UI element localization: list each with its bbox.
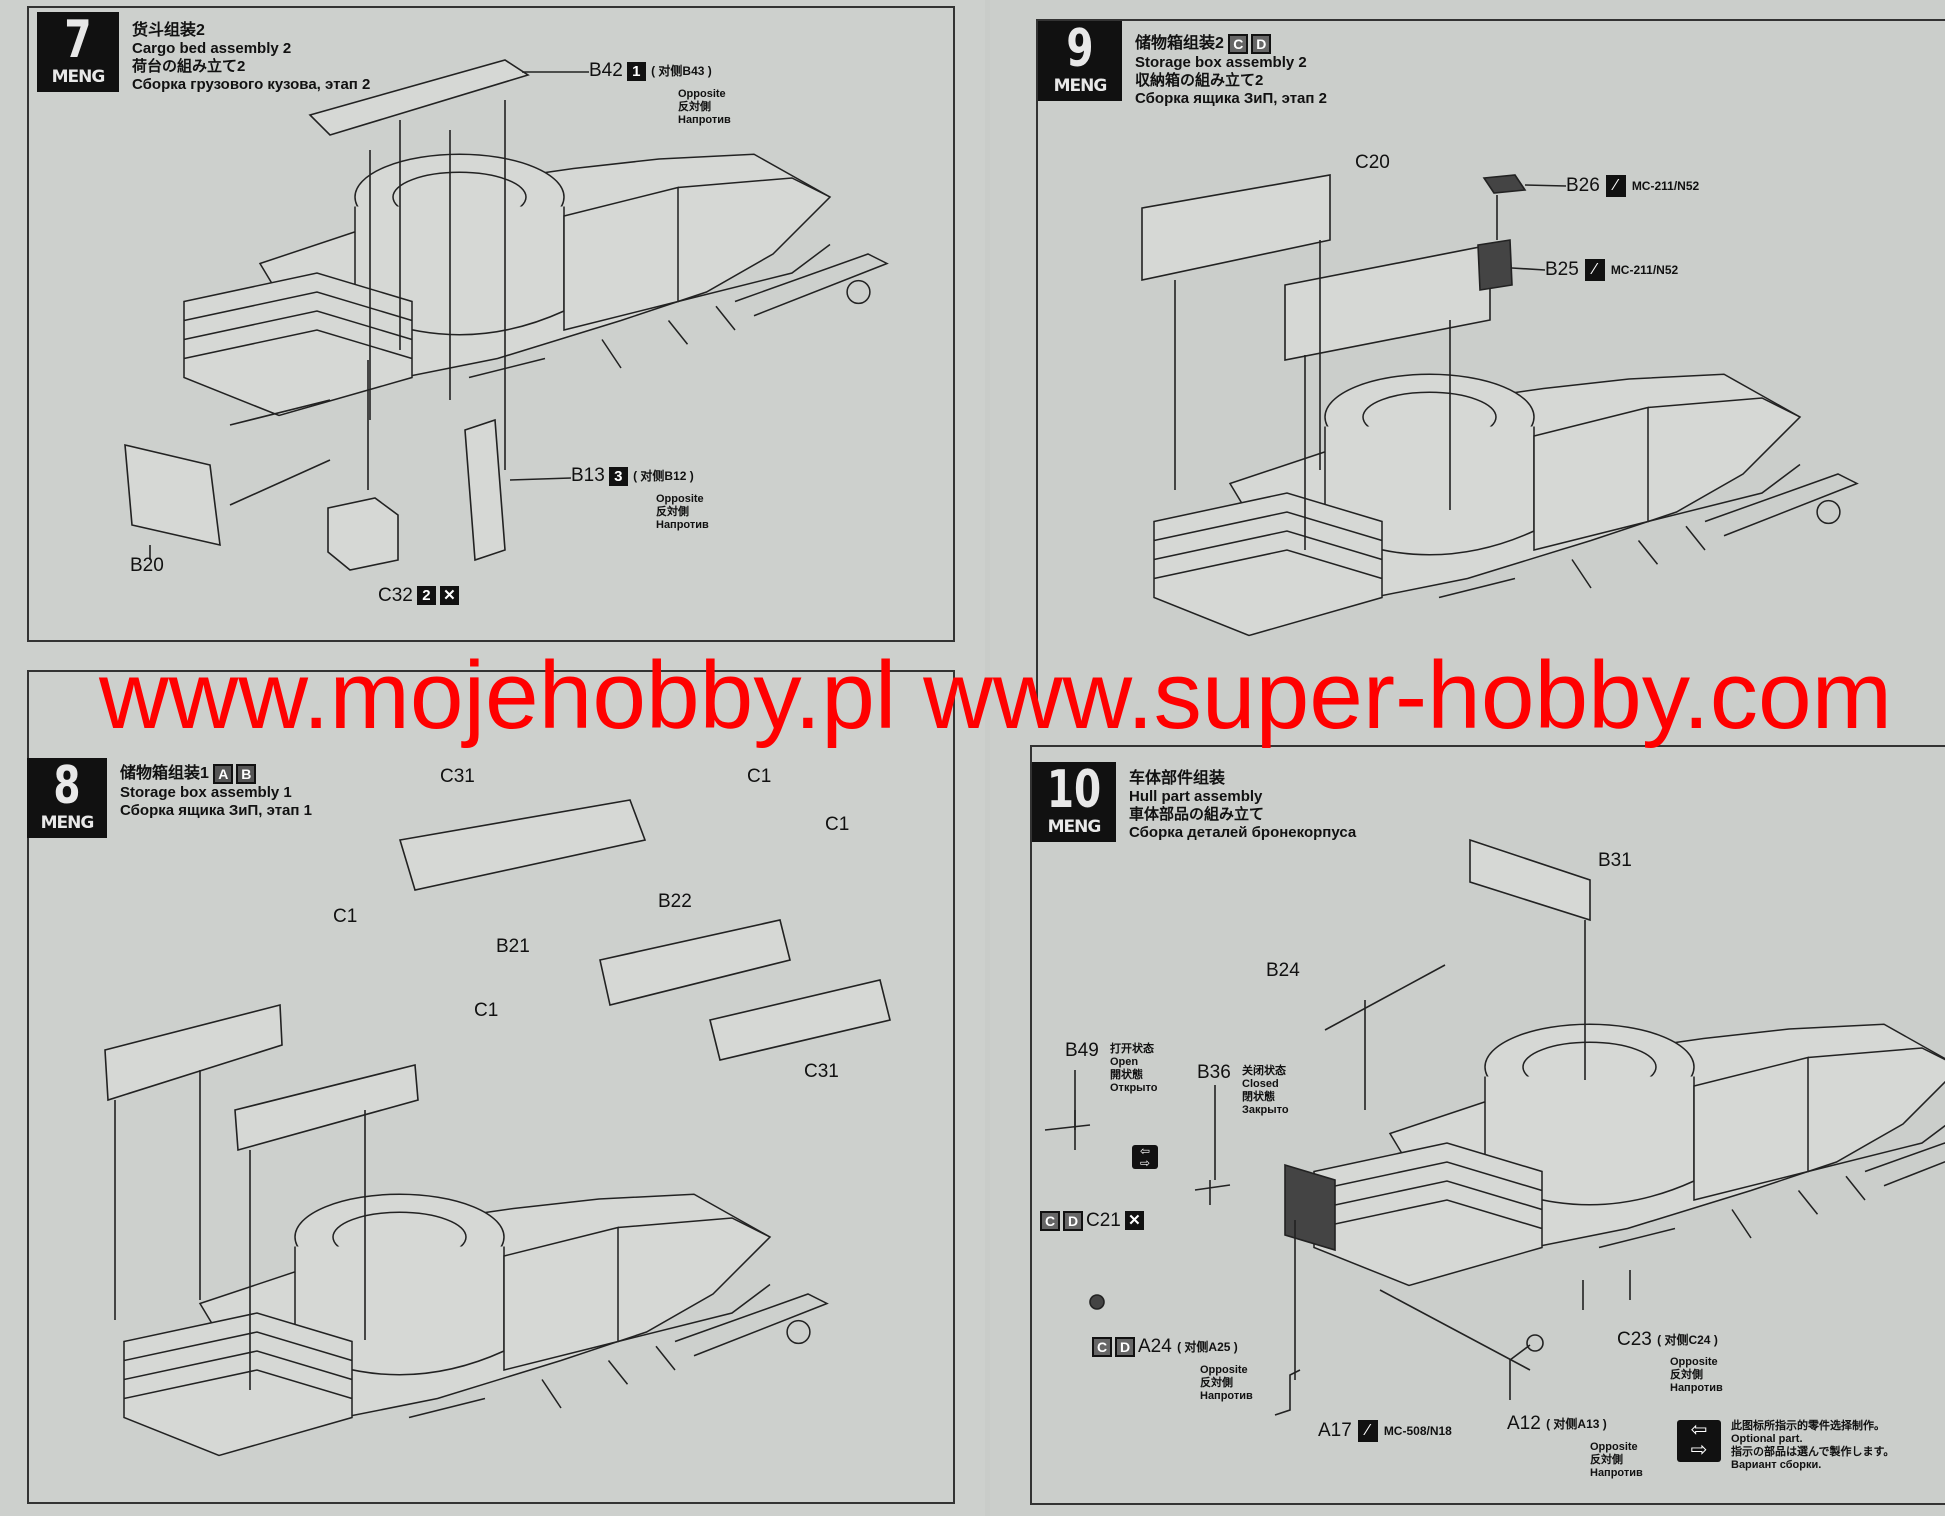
step-7-badge: 7 MENG [37,12,119,92]
part-c21-drawing [1089,1294,1105,1310]
label-a17: A17⁄MC-508/N18 [1318,1420,1452,1442]
label-c31-top: C31 [440,766,475,787]
label-a12: A12 ( 对侧A13 ) [1507,1413,1607,1435]
label-c1-top: C1 [747,766,772,787]
step-8-panel [27,670,955,1504]
part-b21-drawing [398,799,647,891]
part-a12-drawing [1509,1344,1531,1400]
part-b42-drawing [308,59,530,136]
part-b25-drawing [1477,239,1513,291]
part-b31-drawing [1469,838,1591,922]
step-8-drawings [104,799,891,1457]
step-10-panel [1030,745,1945,1505]
paint-brush-icon: ⁄ [1605,175,1626,197]
part-b24-drawing [1324,964,1446,1031]
label-b22: B22 [658,891,692,912]
label-b49: B49 [1065,1040,1099,1061]
part-b20-drawing [124,443,221,547]
box-right-drawing [234,1063,419,1152]
part-b22-drawing [599,919,791,1006]
label-c31-bottom: C31 [804,1061,839,1082]
part-c32-drawing [327,497,399,571]
part-c20-box-1 [1141,174,1331,281]
paint-brush-icon: ⁄ [1357,1420,1378,1442]
optional-arrows-icon: ⇦⇨ [1677,1420,1721,1462]
label-b24: B24 [1266,960,1300,981]
x-mark-icon: ✕ [1124,1211,1144,1231]
x-mark-icon: ✕ [439,586,459,606]
part-c20-box-2 [1284,244,1491,361]
optional-arrows-icon: ⇦⇨ [1132,1145,1158,1169]
radiator-drawing [1284,1163,1336,1252]
label-c1-right: C1 [825,814,850,835]
label-b26: B26⁄MC-211/N52 [1566,175,1700,197]
label-b25: B25⁄MC-211/N52 [1545,259,1679,281]
step-9-panel [1036,19,1945,711]
step-9-badge: 9 MENG [1038,21,1122,101]
watermark-text: www.mojehobby.pl www.super-hobby.com [98,642,1892,749]
part-c31-drawing [709,979,891,1061]
label-b21: B21 [496,936,530,957]
label-b20: B20 [130,555,164,576]
part-c23-drawing [1582,1270,1631,1310]
part-a17-drawing [1274,1369,1301,1416]
label-c1-left: C1 [333,906,358,927]
step-10-badge: 10 MENG [1032,762,1116,842]
paint-brush-icon: ⁄ [1584,259,1605,281]
label-b36: B36 [1197,1062,1231,1083]
meng-logo: MENG [51,67,106,87]
label-c1-mid: C1 [474,1000,499,1021]
step-7-title: 货斗组装2 Cargo bed assembly 2 荷台の組み立て2 Сбор… [132,22,371,93]
part-b36-drawing [1194,1180,1231,1205]
label-b31: B31 [1598,850,1632,871]
label-c23: C23 ( 对侧C24 ) [1617,1329,1718,1351]
part-b26-drawing [1482,174,1527,194]
label-c20: C20 [1355,152,1390,173]
part-b13-drawing [464,418,506,562]
box-left-drawing [104,1003,283,1102]
part-b49-drawing [1044,1110,1091,1150]
step-8-badge: 8 MENG [27,758,107,838]
step-10-title: 车体部件组装 Hull part assembly 車体部品の組み立て Сбор… [1129,770,1357,841]
step-7-panel [27,6,955,642]
